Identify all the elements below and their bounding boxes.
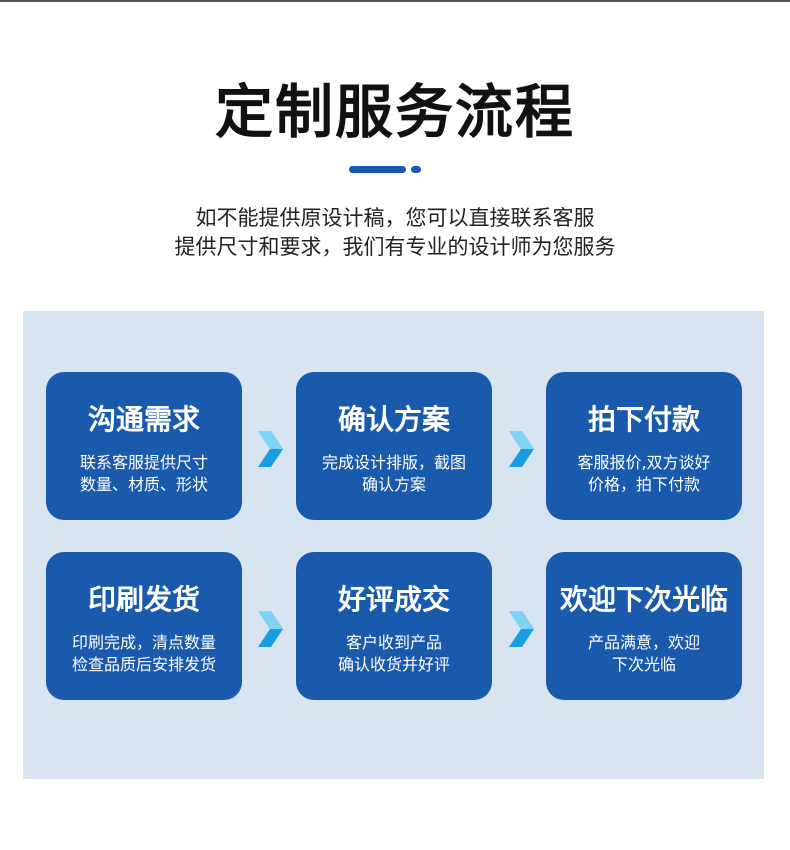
step-card-confirm-plan: 确认方案 完成设计排版，截图 确认方案 [296, 372, 492, 520]
step-description: 完成设计排版，截图 确认方案 [321, 453, 466, 494]
step-description: 联系客服提供尺寸 数量、材质、形状 [79, 453, 208, 494]
step-card-payment: 拍下付款 客服报价,双方谈好 价格，拍下付款 [546, 372, 742, 520]
step-title: 确认方案 [337, 403, 450, 436]
step-card-welcome-back: 欢迎下次光临 产品满意，欢迎 下次光临 [546, 552, 742, 700]
subtitle-line-2: 提供尺寸和要求，我们有专业的设计师为您服务 [174, 235, 616, 259]
process-panel: 沟通需求 联系客服提供尺寸 数量、材质、形状 确认方案 完成设计排版，截图 确认… [23, 311, 764, 779]
step-title: 欢迎下次光临 [559, 583, 728, 616]
subtitle-line-1: 如不能提供原设计稿，您可以直接联系客服 [195, 206, 595, 230]
step-description: 客户收到产品 确认收货并好评 [337, 633, 450, 674]
title-accent-dot [411, 166, 421, 173]
top-divider [0, 0, 790, 2]
chevron-right-icon [509, 431, 534, 467]
step-card-print-ship: 印刷发货 印刷完成，清点数量 检查品质后安排发货 [46, 552, 242, 700]
page-title: 定制服务流程 [214, 78, 575, 146]
step-title: 印刷发货 [87, 583, 200, 616]
chevron-right-icon [258, 431, 283, 467]
step-description: 客服报价,双方谈好 价格，拍下付款 [577, 453, 711, 494]
step-title: 拍下付款 [587, 403, 700, 436]
title-accent-bar [349, 166, 406, 173]
step-card-communicate: 沟通需求 联系客服提供尺寸 数量、材质、形状 [46, 372, 242, 520]
step-title: 好评成交 [337, 583, 450, 616]
chevron-right-icon [258, 611, 283, 647]
step-title: 沟通需求 [87, 403, 200, 436]
step-card-review: 好评成交 客户收到产品 确认收货并好评 [296, 552, 492, 700]
chevron-right-icon [509, 611, 534, 647]
step-description: 印刷完成，清点数量 检查品质后安排发货 [71, 633, 216, 674]
step-description: 产品满意，欢迎 下次光临 [587, 633, 700, 674]
